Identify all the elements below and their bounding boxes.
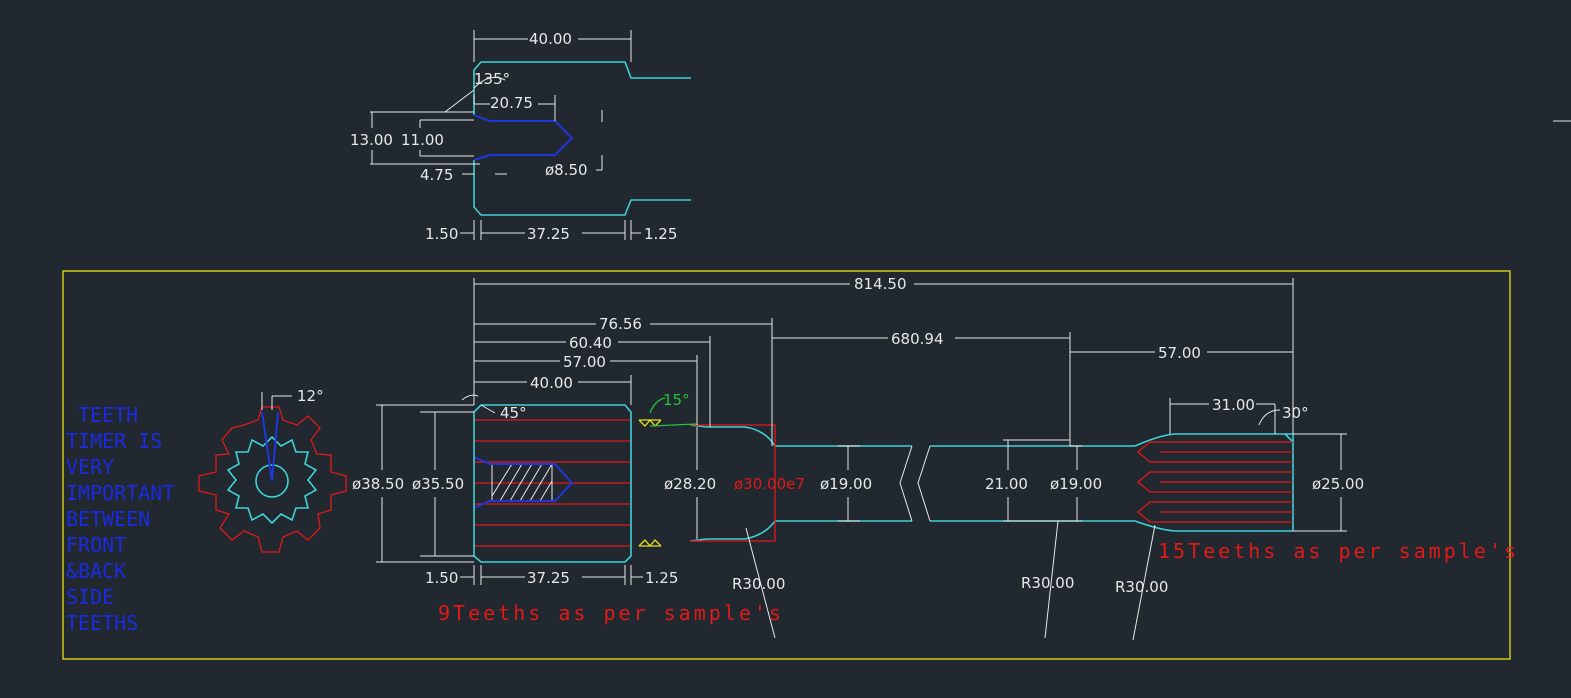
dim-dia-30: ø30.00e7 xyxy=(734,475,805,493)
note-line-4: IMPORTANT xyxy=(66,481,174,505)
hatch-lines xyxy=(491,463,553,502)
angle-30: 30° xyxy=(1282,404,1309,422)
shaft-upper-profile xyxy=(689,424,1293,447)
dim-21: 21.00 xyxy=(985,475,1028,493)
note-15-teeth: 15Teeths as per sample's xyxy=(1158,539,1519,563)
green-leader xyxy=(649,423,698,427)
radius-b: R30.00 xyxy=(1021,574,1074,592)
gear-timing-line xyxy=(261,411,279,482)
note-line-5: BETWEEN xyxy=(66,507,150,531)
dim-57-right: 57.00 xyxy=(1158,344,1201,362)
dim-body-length: 37.25 xyxy=(527,569,570,587)
left-head-bore xyxy=(473,456,574,509)
dim-chamfer-angle: 135° xyxy=(474,70,510,88)
dim-offset: 4.75 xyxy=(420,166,453,184)
dim-dia-25: ø25.00 xyxy=(1312,475,1364,493)
left-head-outline xyxy=(473,404,632,563)
note-line-9: TEETHS xyxy=(66,611,138,635)
shaft-view: 15° xyxy=(473,391,1294,563)
main-dimension-lines xyxy=(376,278,1347,641)
gear-bore xyxy=(255,464,289,498)
note-line-8: SIDE xyxy=(66,585,114,609)
tolerance-zone xyxy=(690,424,776,542)
dim-bore-dia: ø8.50 xyxy=(545,161,588,179)
dim-31: 31.00 xyxy=(1212,396,1255,414)
note-line-3: VERY xyxy=(66,455,114,479)
dim-57-left: 57.00 xyxy=(563,353,606,371)
gear-view: 12° TEETH TIMER IS VERY IMPORTANT BETWEE… xyxy=(66,387,347,635)
dim-60: 60.40 xyxy=(569,334,612,352)
dim-top-length: 40.00 xyxy=(529,30,572,48)
gear-angle: 12° xyxy=(297,387,324,405)
angle-45: 45° xyxy=(500,404,527,422)
detail-bore xyxy=(473,114,574,161)
dim-680: 680.94 xyxy=(891,330,944,348)
main-view-frame xyxy=(62,270,1511,660)
dim-76: 76.56 xyxy=(599,315,642,333)
dim-dia-38: ø38.50 xyxy=(352,475,404,493)
radius-a: R30.00 xyxy=(732,575,785,593)
right-chamfer xyxy=(1284,433,1294,443)
detail-view: 40.00 135° 20.75 13.00 11.00 4.75 ø8.50 … xyxy=(350,30,691,243)
dim-inner-height: 11.00 xyxy=(401,131,444,149)
dim-body-length: 37.25 xyxy=(527,225,570,243)
shaft-lower-profile xyxy=(689,520,1293,542)
note-line-6: FRONT xyxy=(66,533,126,557)
dim-right-step: 1.25 xyxy=(645,569,678,587)
dim-bore-depth: 20.75 xyxy=(490,94,533,112)
right-spline xyxy=(1136,441,1293,523)
dim-overall-length: 814.50 xyxy=(854,275,907,293)
detail-dimension-lines xyxy=(370,30,641,240)
dim-dia-19-b: ø19.00 xyxy=(1050,475,1102,493)
radius-c: R30.00 xyxy=(1115,578,1168,596)
dim-dia-28: ø28.20 xyxy=(664,475,716,493)
surface-finish-mark-top xyxy=(638,418,662,427)
surface-finish-mark-bottom xyxy=(638,539,662,548)
note-line-2: TIMER IS xyxy=(66,429,162,453)
dim-dia-19-a: ø19.00 xyxy=(820,475,872,493)
dim-left-step: 1.50 xyxy=(425,225,458,243)
dim-40: 40.00 xyxy=(530,374,573,392)
dim-left-step: 1.50 xyxy=(425,569,458,587)
dim-dia-35: ø35.50 xyxy=(412,475,464,493)
dim-right-step: 1.25 xyxy=(644,225,677,243)
break-symbol xyxy=(899,445,931,522)
note-line-1: TEETH xyxy=(78,403,138,427)
inner-gear-outline xyxy=(226,435,318,525)
outer-gear-outline xyxy=(198,406,347,553)
detail-outline xyxy=(473,61,691,216)
note-9-teeth: 9Teeths as per sample's xyxy=(438,601,784,625)
dim-outer-height: 13.00 xyxy=(350,131,393,149)
note-line-7: &BACK xyxy=(66,559,126,583)
angle-15: 15° xyxy=(663,391,690,409)
green-angle-arc xyxy=(649,397,666,414)
gear-note: TEETH TIMER IS VERY IMPORTANT BETWEEN FR… xyxy=(66,403,174,635)
